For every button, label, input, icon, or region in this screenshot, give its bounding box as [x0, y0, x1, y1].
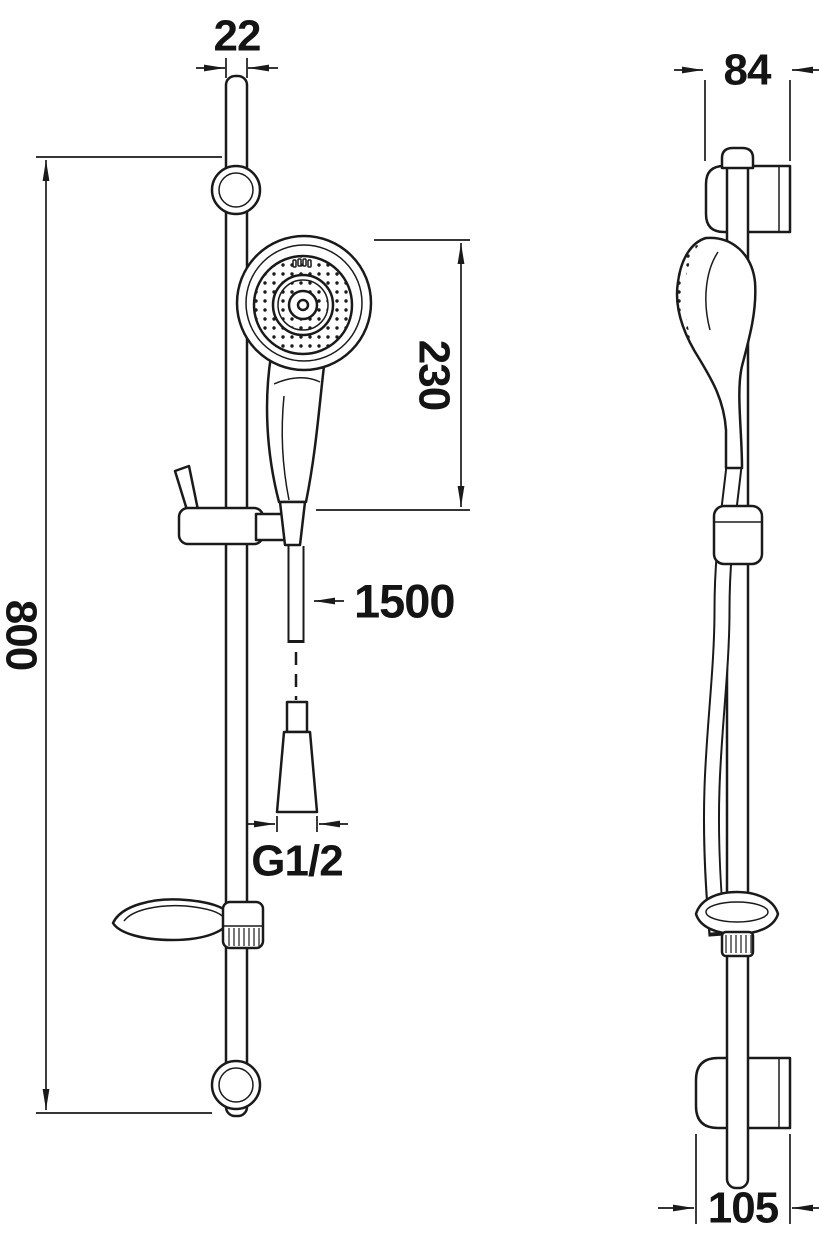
- hand-shower: [235, 234, 373, 547]
- dim-top-bracket: 84: [674, 46, 819, 161]
- handle-cone: [278, 500, 307, 547]
- hand-shower-side: [675, 236, 757, 470]
- thread-label: G1/2: [251, 837, 342, 886]
- dim-rail-width: 22: [196, 12, 278, 78]
- bottom-wall-mount: [210, 1059, 262, 1111]
- hose-nut: [285, 700, 309, 734]
- shower-hose: [275, 543, 319, 814]
- top-wall-mount: [210, 164, 262, 216]
- dim-head-length: 230: [316, 239, 470, 511]
- head-length-label: 230: [410, 340, 459, 410]
- dim-hose-length: 1500: [314, 575, 456, 628]
- soap-dish: [111, 898, 265, 950]
- top-bracket-depth-label: 84: [724, 46, 772, 95]
- front-view: 22 800 230 1500 G1/2: [0, 12, 470, 1118]
- dim-bottom-bracket: 105: [658, 1134, 819, 1233]
- wall-rail: [224, 74, 249, 1118]
- soap-dish-side: [694, 890, 780, 958]
- side-view: 84 105: [658, 46, 819, 1233]
- hose-connector: [275, 730, 319, 814]
- bottom-bracket-depth-label: 105: [708, 1184, 779, 1233]
- rail-top-cap: [720, 146, 755, 170]
- rail-width-label: 22: [214, 12, 261, 61]
- rail-slider-side: [712, 504, 764, 566]
- dim-rail-height: 800: [0, 156, 222, 1114]
- rail-height-label: 800: [0, 600, 46, 670]
- dim-thread: G1/2: [246, 816, 348, 886]
- hose-length-label: 1500: [354, 575, 455, 628]
- rail-slider: [173, 464, 292, 546]
